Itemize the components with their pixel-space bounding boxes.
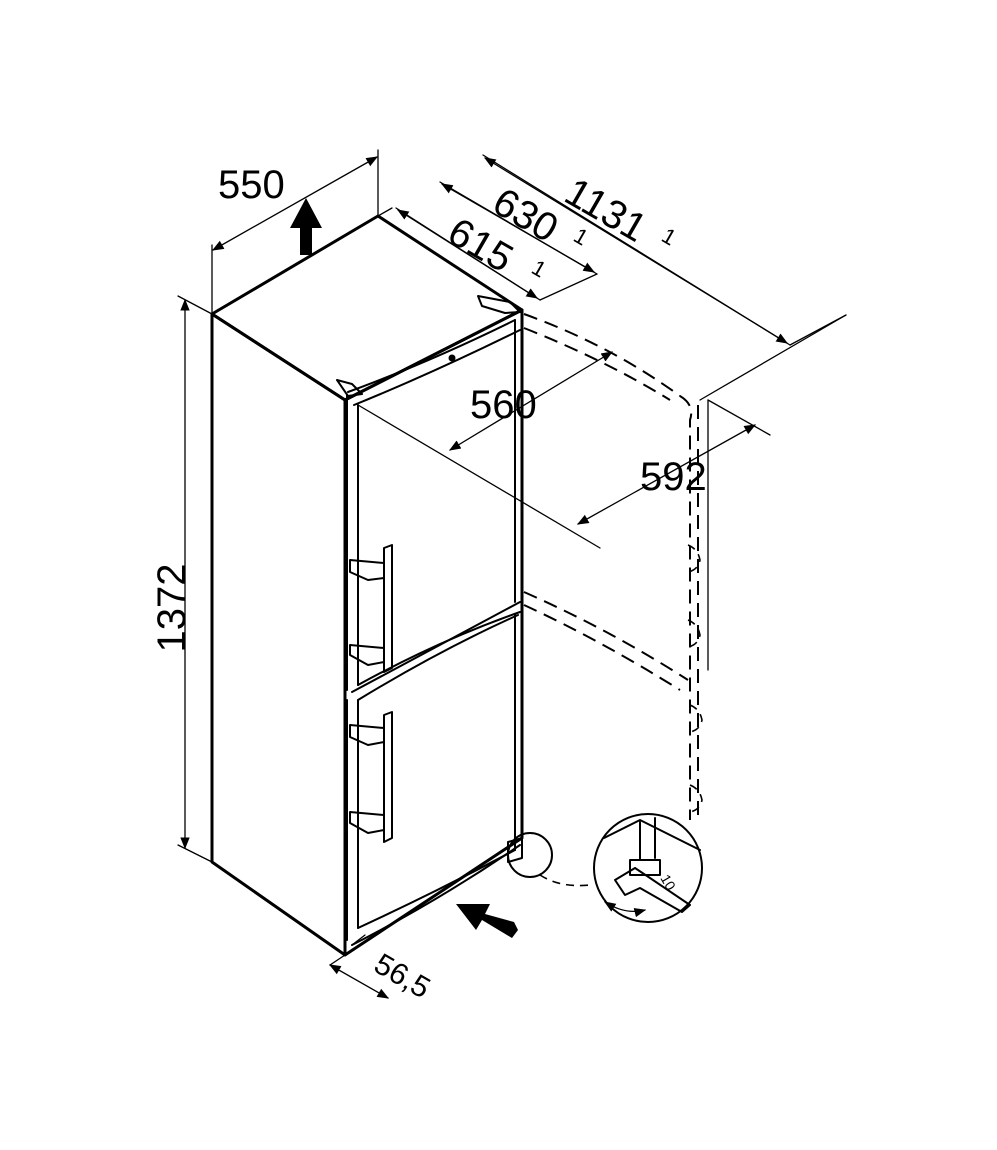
upper-door-handle[interactable] — [349, 544, 393, 673]
upper-door — [346, 319, 521, 693]
foot-detail-zoom-circle — [593, 813, 703, 923]
up-arrow-icon — [290, 198, 322, 255]
dimension-width-label: 550 — [218, 163, 285, 207]
dimension-592-label: 592 — [640, 455, 707, 499]
push-arrow-icon — [456, 904, 518, 938]
fridge-left-side — [210, 312, 347, 957]
lower-door — [346, 614, 521, 946]
foot-detail-circle — [507, 832, 553, 878]
dimension-560-label: 560 — [470, 383, 537, 427]
bottom-hinge-plate — [336, 379, 363, 397]
svg-text:1: 1 — [658, 223, 681, 251]
svg-text:1: 1 — [570, 223, 593, 251]
open-door-outline — [523, 313, 703, 820]
dimension-handle-depth: 560 — [357, 351, 614, 549]
foot-detail-callout: 10 — [507, 813, 703, 923]
svg-text:10: 10 — [657, 872, 679, 894]
lower-door-handle[interactable] — [349, 711, 393, 843]
lock-dot — [448, 354, 456, 362]
fridge-front-face — [344, 308, 524, 957]
dimension-open-clearance: 592 — [576, 399, 771, 671]
wrench-icon: 10 — [614, 867, 691, 913]
svg-text:1: 1 — [528, 255, 551, 283]
dimension-height-label: 1372 — [150, 564, 194, 653]
dimension-height: 1372 — [150, 295, 213, 863]
fridge-body — [210, 214, 524, 957]
dimension-56-5-label: 56,5 — [369, 947, 436, 1005]
dimension-width: 550 — [211, 149, 379, 315]
top-hinge-plate — [477, 295, 521, 314]
